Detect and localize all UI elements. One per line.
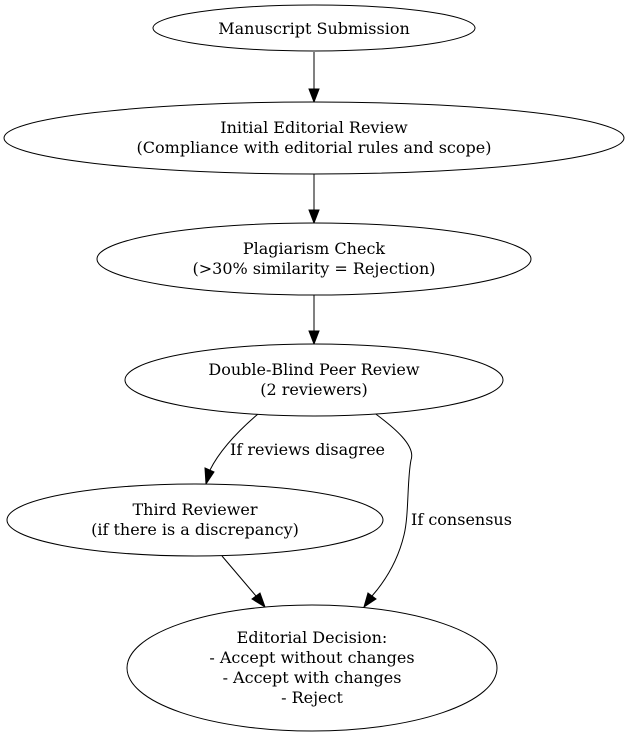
edge-plagiarism-to-peer-review [308,295,320,346]
node-label-line: Plagiarism Check [243,239,386,258]
edge-submission-to-initial-review [308,52,320,104]
edge-peer-review-to-third-reviewer [204,413,259,486]
node-label-line: - Accept with changes [223,668,402,687]
node-label-line: Double-Blind Peer Review [208,360,419,379]
node-label-line: - Reject [281,688,343,707]
node-double-blind-peer-review: Double-Blind Peer Review (2 reviewers) [124,343,504,417]
node-editorial-decision: Editorial Decision: - Accept without cha… [126,604,498,732]
edge-label-consensus: If consensus [411,510,512,529]
node-label-line: Third Reviewer [132,500,257,519]
edge-peer-review-to-decision [363,411,413,609]
node-initial-editorial-review: Initial Editorial Review (Compliance wit… [3,101,625,175]
node-label-line: Manuscript Submission [218,19,410,38]
node-label-line: (>30% similarity = Rejection) [192,259,435,278]
node-label-line: Initial Editorial Review [220,118,408,137]
node-label-line: - Accept without changes [209,648,414,667]
node-label-line: (if there is a discrepancy) [91,520,299,539]
node-third-reviewer: Third Reviewer (if there is a discrepanc… [6,483,384,557]
node-plagiarism-check: Plagiarism Check (>30% similarity = Reje… [96,222,532,296]
node-label-line: Editorial Decision: [237,628,388,647]
edge-label-disagree: If reviews disagree [230,440,385,459]
edge-initial-review-to-plagiarism [308,174,320,225]
node-label-line: (Compliance with editorial rules and sco… [137,138,492,157]
edge-third-reviewer-to-decision [221,555,266,609]
node-label-line: (2 reviewers) [260,380,368,399]
node-manuscript-submission: Manuscript Submission [152,4,476,52]
